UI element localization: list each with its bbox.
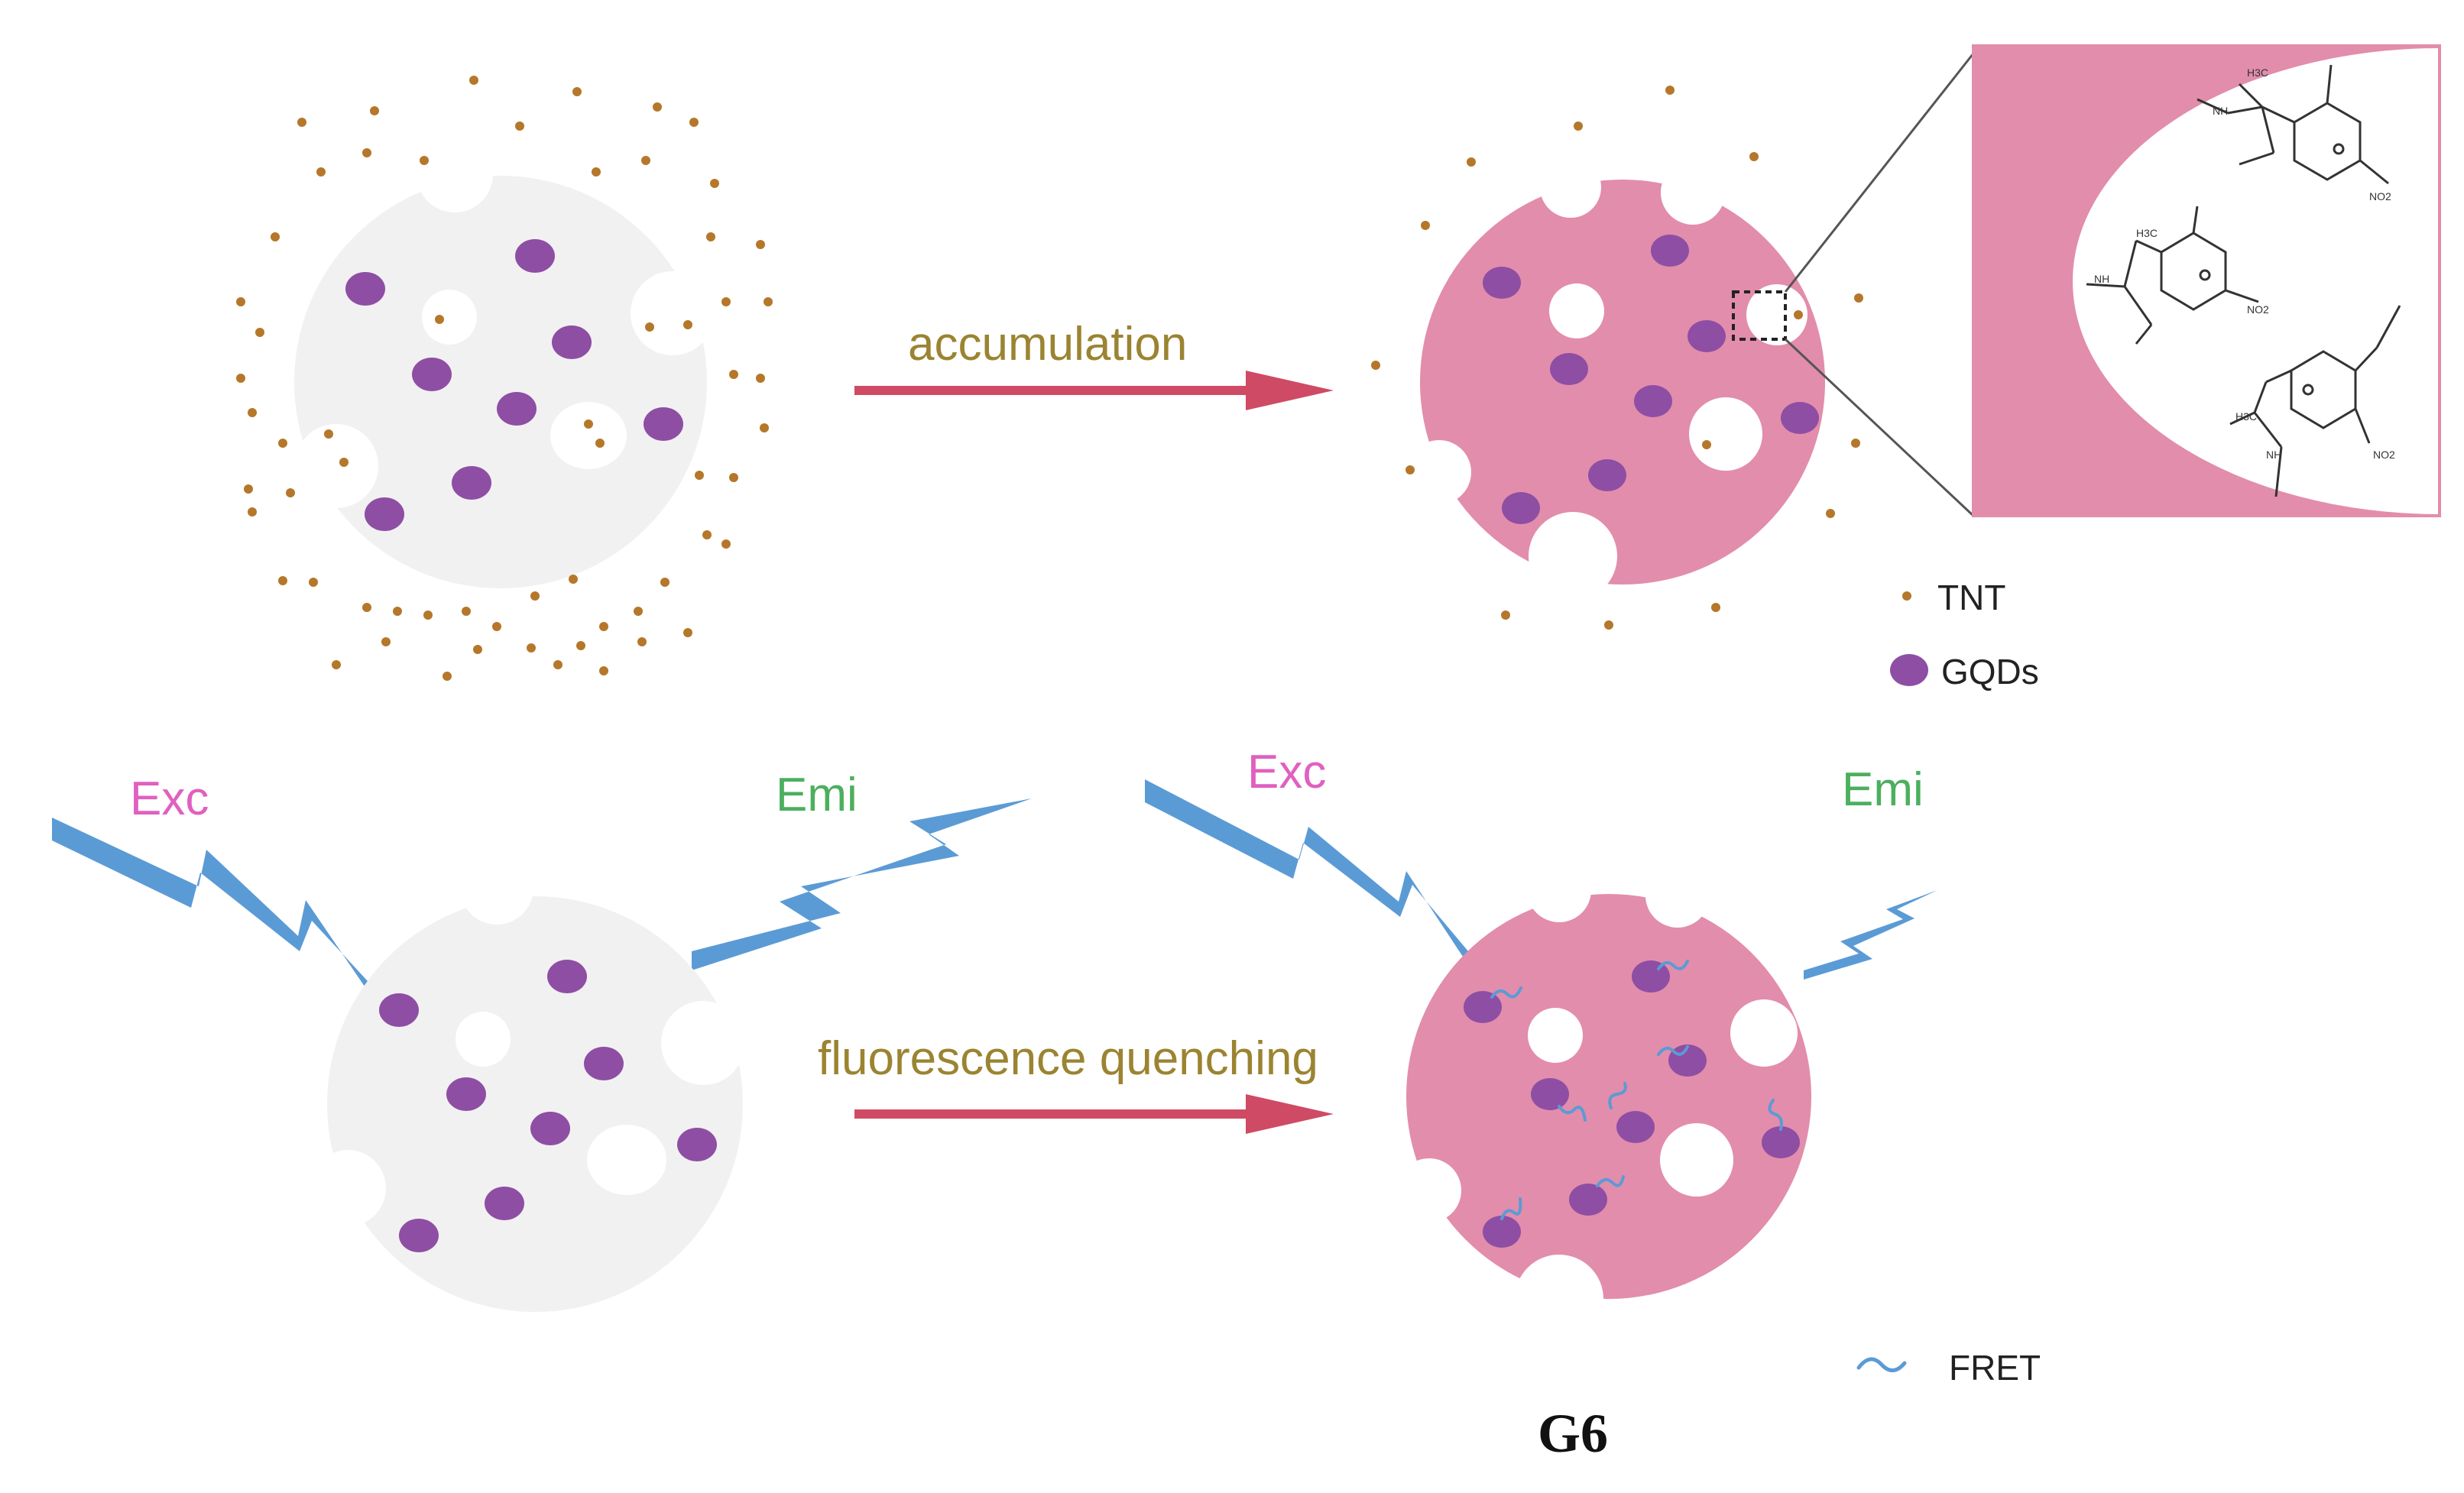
figure-label: G6: [1538, 1403, 1609, 1464]
tnt-complex-inset: [1972, 44, 2464, 517]
tnt-dots-top-right: [1371, 86, 1863, 630]
tnt-molecule-structures: [2086, 64, 2401, 497]
gqd-dots-bottom-right: [1464, 960, 1800, 1248]
fret-squiggles: [1490, 960, 1783, 1220]
emi-label-right: Emi: [1842, 763, 1924, 816]
methyl-label-2: H3C: [2136, 227, 2158, 239]
excitation-ray-right: [1145, 779, 1477, 961]
porous-particle-bottom-right: [1397, 858, 1811, 1343]
porous-particle-top-right: [1407, 157, 1825, 601]
quenching-arrow: [854, 1094, 1334, 1134]
gqd-dots-top-right: [1483, 235, 1819, 524]
porous-particle-top-left: [294, 136, 715, 588]
emission-ray-right-weak: [1804, 890, 1937, 980]
porous-particle-bottom-left: [310, 851, 745, 1312]
fluorescence-quenching-label: fluorescence quenching: [818, 1032, 1318, 1085]
gqd-dots-top-left: [345, 239, 683, 531]
nitro-label-1: NO2: [2369, 190, 2391, 202]
legend-gqds-label: GQDs: [1941, 652, 2039, 691]
excitation-ray-left: [52, 818, 386, 1001]
exc-label-left: Exc: [130, 772, 209, 825]
nitro-label-2: NO2: [2247, 303, 2269, 316]
legend-tnt-label: TNT: [1937, 578, 2006, 617]
amine-label-2: NH: [2094, 273, 2109, 285]
legend-fret-label: FRET: [1949, 1348, 2041, 1388]
zoom-indicator: [1732, 53, 1975, 517]
emission-ray-left: [692, 798, 1032, 970]
gqd-dots-bottom-left: [379, 960, 717, 1252]
accumulation-label: accumulation: [908, 318, 1188, 371]
exc-label-right: Exc: [1247, 746, 1327, 798]
methyl-label-1: H3C: [2247, 66, 2268, 79]
amine-label-3: NH: [2266, 449, 2281, 461]
tnt-dots-top-left: [236, 76, 773, 681]
legend-gqd-marker: [1890, 654, 1928, 686]
nitro-label-3: NO2: [2373, 449, 2395, 461]
methyl-label-3: H3C: [2235, 410, 2257, 423]
amine-label-1: NH: [2213, 105, 2228, 117]
emi-label-left: Emi: [776, 769, 858, 821]
legend-fret-marker: [1856, 1357, 1907, 1372]
accumulation-arrow: [854, 371, 1334, 410]
legend-tnt-marker: [1902, 591, 1911, 601]
